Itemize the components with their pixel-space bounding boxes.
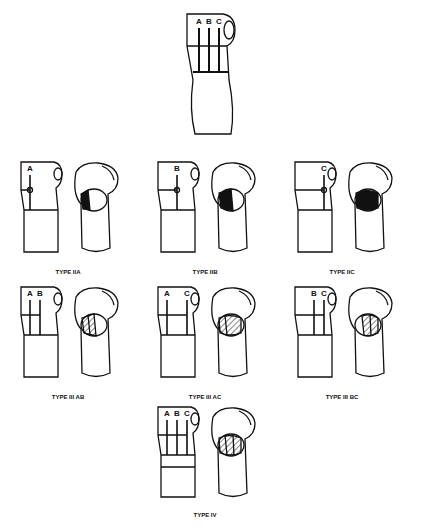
type-iii-ac-figure xyxy=(158,287,255,377)
fracture-line-letter: A xyxy=(27,290,33,298)
type-iia-figure xyxy=(21,162,118,252)
type-iib-figure xyxy=(158,162,255,252)
fracture-line-letter: B xyxy=(174,165,180,173)
type-caption: TYPE IIC xyxy=(329,269,354,275)
fracture-line-letter: B xyxy=(174,410,180,418)
type-iv-figure xyxy=(158,407,255,497)
fracture-line-letter: A xyxy=(196,18,202,26)
fracture-line-letter: C xyxy=(184,410,190,418)
fracture-line-letter: C xyxy=(321,165,327,173)
type-iic-figure xyxy=(295,162,392,252)
fracture-line-letter: B xyxy=(206,18,212,26)
type-iii-bc-figure xyxy=(295,287,392,377)
key-figure xyxy=(187,14,235,134)
fracture-line-letter: C xyxy=(321,290,327,298)
fracture-line-letter: B xyxy=(311,290,317,298)
type-caption: TYPE IIA xyxy=(55,269,80,275)
fracture-line-letter: A xyxy=(164,290,170,298)
type-caption: TYPE IV xyxy=(193,512,216,518)
fracture-line-letter: A xyxy=(164,410,170,418)
type-caption: TYPE III AB xyxy=(52,394,84,400)
type-iii-ab-figure xyxy=(21,287,118,377)
fracture-line-letter: B xyxy=(37,290,43,298)
fracture-line-letter: C xyxy=(216,18,222,26)
type-caption: TYPE III BC xyxy=(326,394,359,400)
fracture-line-letter: A xyxy=(27,165,33,173)
type-caption: TYPE IIB xyxy=(192,269,217,275)
fracture-line-letter: C xyxy=(184,290,190,298)
type-caption: TYPE III AC xyxy=(189,394,221,400)
